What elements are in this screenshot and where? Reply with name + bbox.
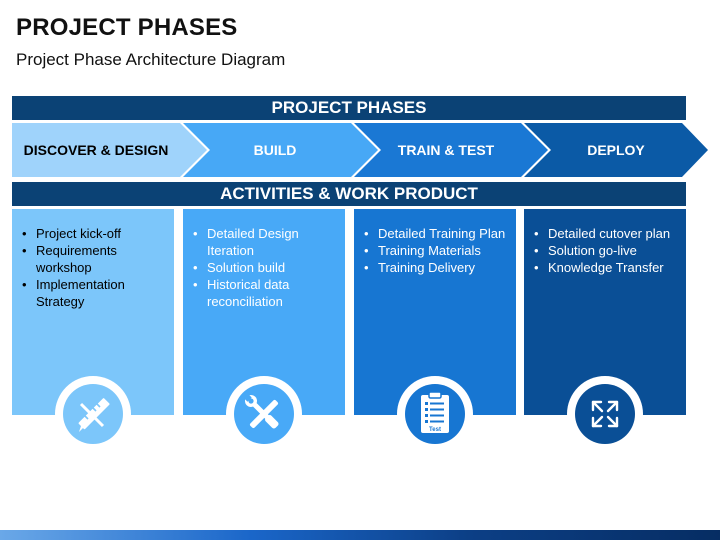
phase-chevron-discover <box>12 123 207 177</box>
wrench-screwdriver-icon <box>243 393 279 429</box>
project-phases-bar: PROJECT PHASES <box>12 96 686 120</box>
list-item: Requirements workshop <box>22 242 168 276</box>
list-item: Solution go-live <box>534 242 680 259</box>
list-item: Solution build <box>193 259 339 276</box>
phase-chevrons <box>12 123 708 177</box>
phase-label-train-test: TRAIN & TEST <box>397 142 495 158</box>
phase-label-build: BUILD <box>253 142 297 158</box>
list-item: Project kick-off <box>22 225 168 242</box>
design-tools-icon <box>78 398 110 432</box>
activity-list: Detailed cutover plan Solution go-live K… <box>524 209 686 276</box>
expand-arrows-icon <box>591 400 619 428</box>
list-item: Training Materials <box>364 242 510 259</box>
test-clipboard-icon: Test <box>421 391 449 433</box>
train-test-icon-circle: Test <box>397 376 473 452</box>
list-item: Implementation Strategy <box>22 276 168 310</box>
phase-label-discover: DISCOVER & DESIGN <box>23 142 169 158</box>
list-item: Detailed cutover plan <box>534 225 680 242</box>
test-icon-label: Test <box>429 427 441 433</box>
phase-chevron-train-test <box>354 123 548 177</box>
activity-column-build: Detailed Design Iteration Solution build… <box>183 209 345 415</box>
activity-list: Detailed Training Plan Training Material… <box>354 209 516 276</box>
page-subtitle: Project Phase Architecture Diagram <box>16 50 286 69</box>
list-item: Historical data reconciliation <box>193 276 339 310</box>
phase-label-deploy: DEPLOY <box>587 142 645 158</box>
list-item: Detailed Training Plan <box>364 225 510 242</box>
phase-chevron-deploy <box>524 123 708 177</box>
activity-list: Detailed Design Iteration Solution build… <box>183 209 345 310</box>
build-icon-circle <box>226 376 302 452</box>
footer-gradient-bar <box>0 530 720 540</box>
phase-chevron-build <box>183 123 378 177</box>
activity-list: Project kick-off Requirements workshop I… <box>12 209 174 310</box>
list-item: Training Delivery <box>364 259 510 276</box>
list-item: Detailed Design Iteration <box>193 225 339 259</box>
page-title: PROJECT PHASES <box>16 14 238 41</box>
deploy-icon-circle <box>567 376 643 452</box>
activities-bar: ACTIVITIES & WORK PRODUCT <box>12 182 686 206</box>
discover-icon-circle <box>55 376 131 452</box>
list-item: Knowledge Transfer <box>534 259 680 276</box>
